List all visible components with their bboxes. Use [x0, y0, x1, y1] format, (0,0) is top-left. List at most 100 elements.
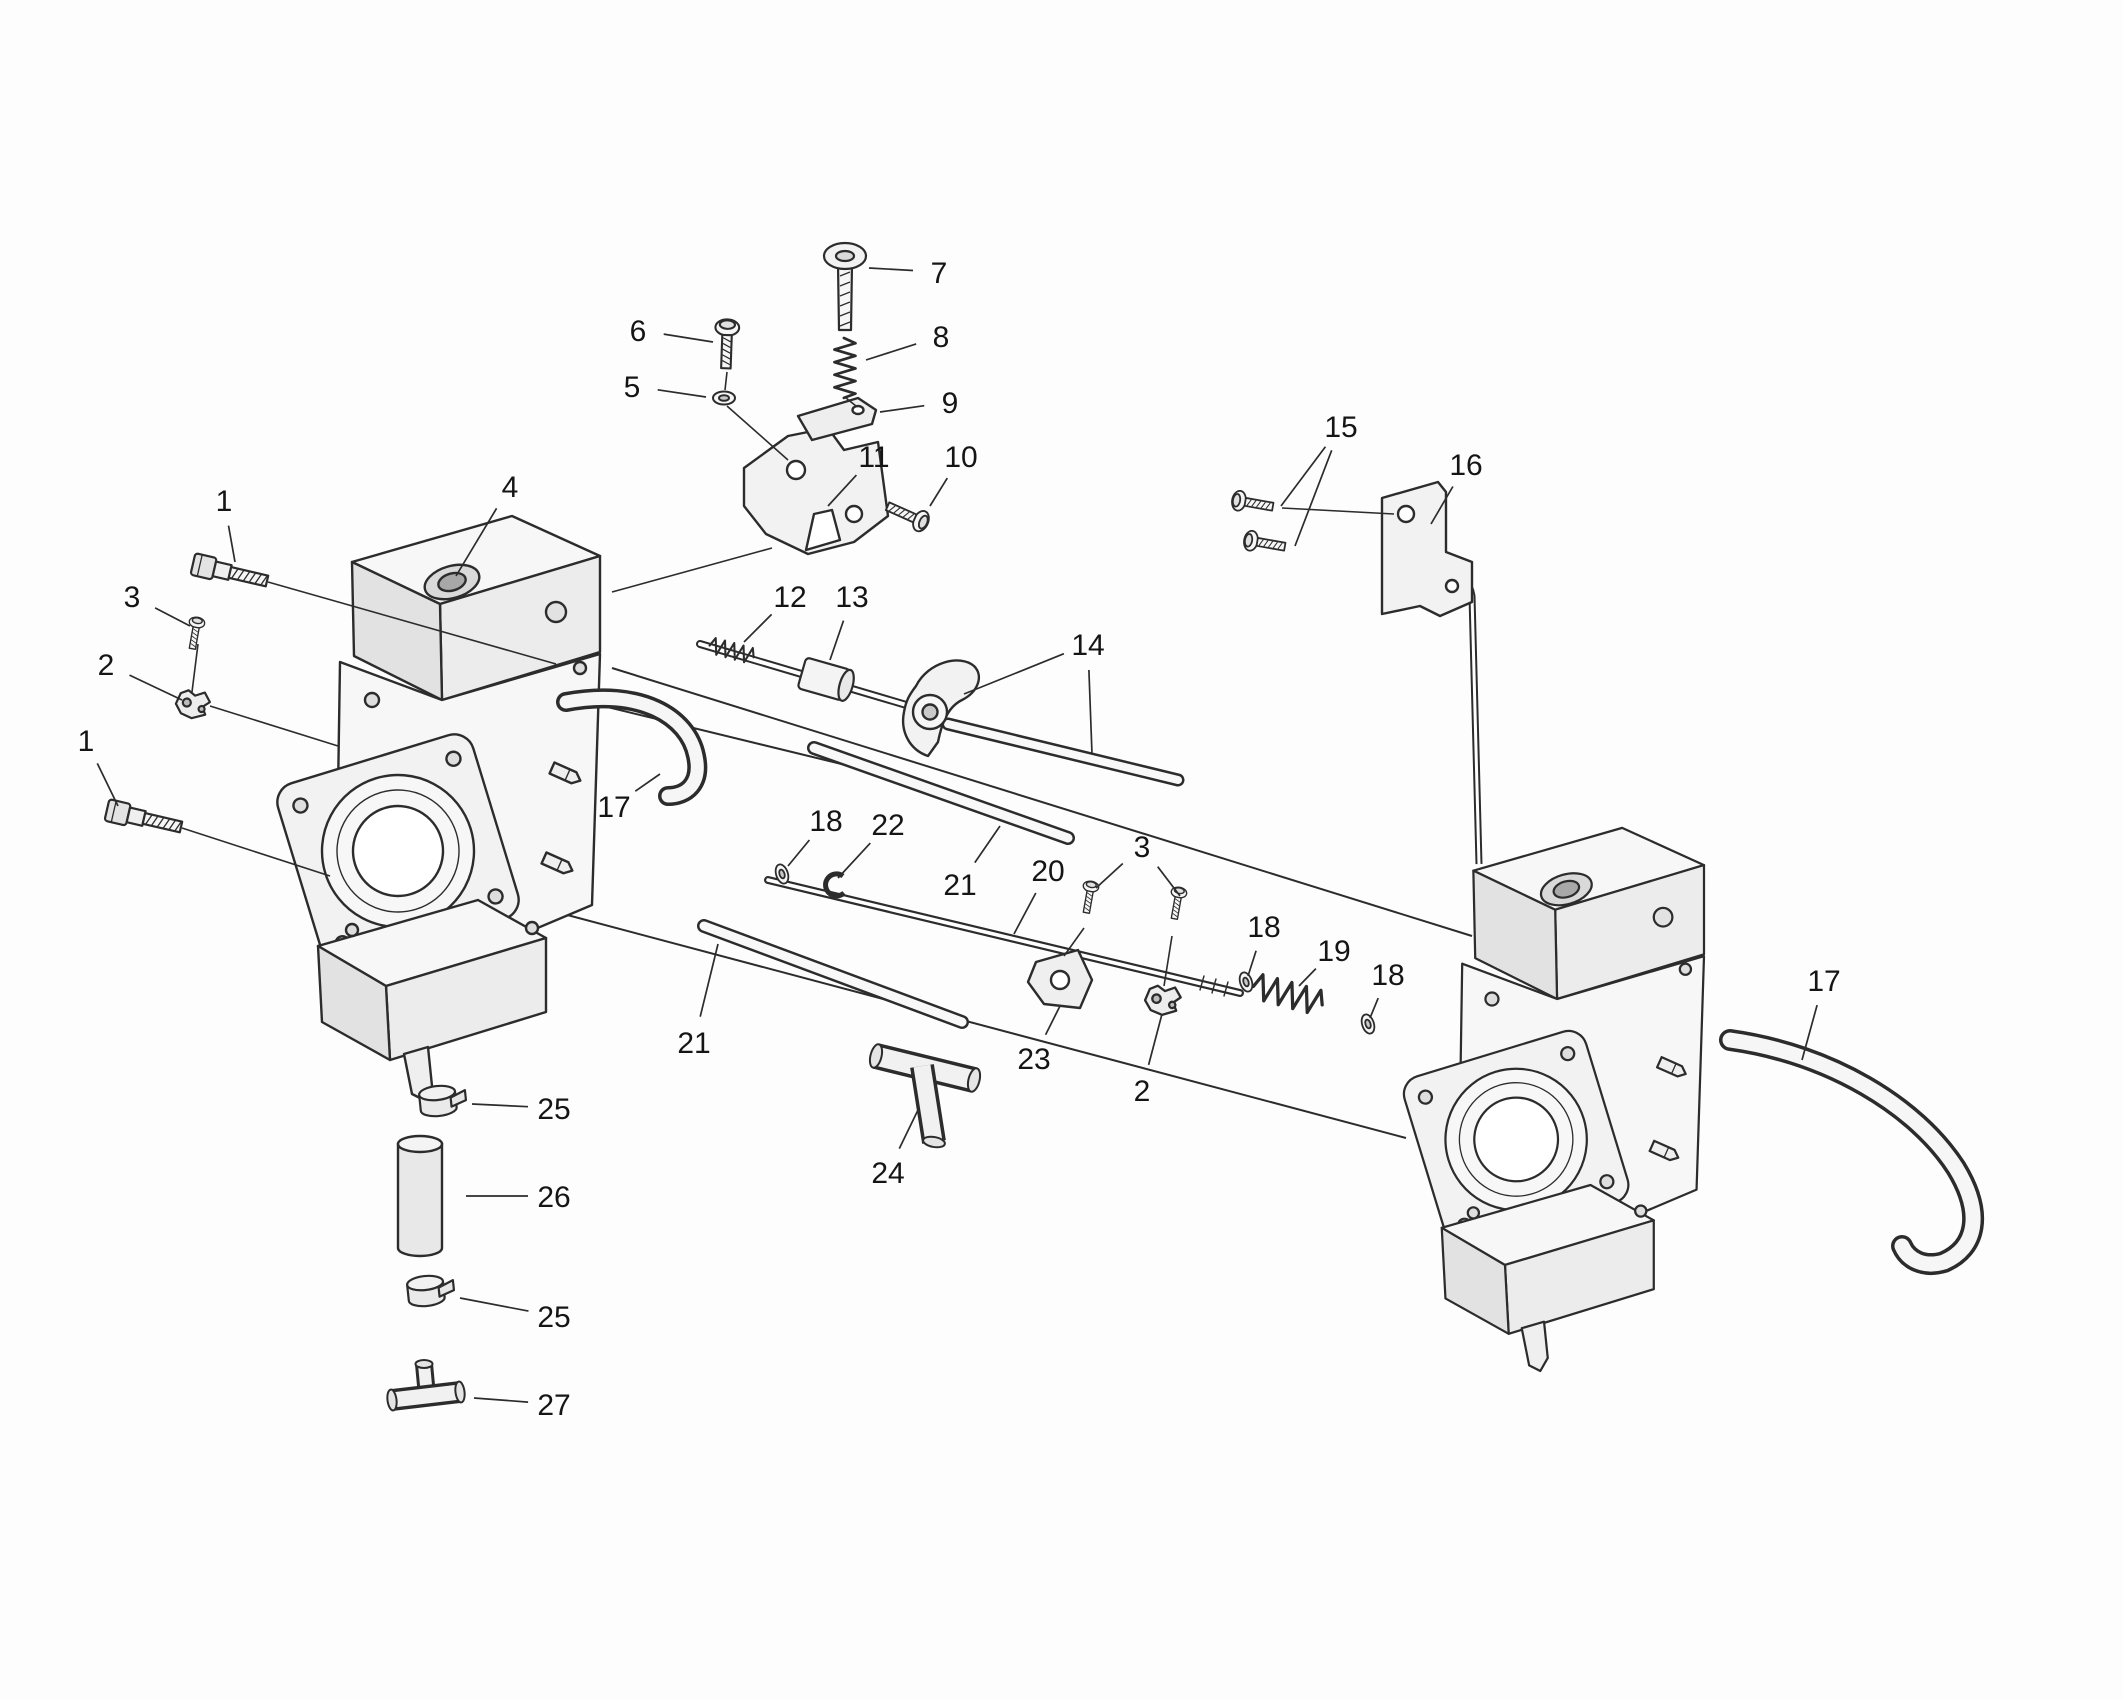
swivel-23	[1026, 948, 1094, 1010]
leader-c27	[473, 1397, 529, 1403]
vent-hose-right	[1722, 1032, 1981, 1272]
float-bowl-side	[316, 944, 392, 1062]
callout-c15: 15	[1324, 411, 1357, 444]
hose-clamp-25b	[405, 1272, 457, 1309]
leader-c1b	[96, 763, 119, 807]
leader-c6	[663, 333, 714, 343]
leader-c18c	[1369, 997, 1379, 1019]
throttle-rod-threads	[1199, 975, 1229, 997]
washer-5	[712, 390, 736, 406]
callout-c26: 26	[537, 1181, 570, 1214]
callout-c1b: 1	[78, 725, 95, 758]
choke-lever-14	[901, 659, 981, 758]
leader-c3a	[154, 607, 191, 627]
callout-c1a: 1	[216, 485, 233, 518]
leader-c18b	[1247, 950, 1257, 977]
callout-c6: 6	[630, 315, 647, 348]
callout-c21a: 21	[943, 869, 976, 902]
callout-c18b: 18	[1247, 911, 1280, 944]
leader-c23	[1044, 1005, 1061, 1036]
callout-c12: 12	[773, 581, 806, 614]
callout-c5: 5	[624, 371, 641, 404]
leader-c25a	[471, 1103, 529, 1108]
cap-fitting-bore	[437, 571, 467, 593]
collar-13	[797, 657, 855, 702]
leader-c13	[829, 620, 845, 661]
leader-c3b-1	[1095, 862, 1124, 889]
callout-c2b: 2	[1134, 1075, 1151, 1108]
t-fitting-24	[868, 1043, 982, 1149]
callout-c11: 11	[858, 441, 889, 474]
bracket-screw-6	[712, 317, 741, 370]
callout-c3a: 3	[124, 581, 141, 614]
callout-c17a: 17	[597, 791, 630, 824]
hose-clamp-25a	[417, 1082, 469, 1119]
fuel-hose-left	[559, 691, 704, 803]
bracket-screw-15b	[1241, 528, 1288, 558]
leader-c17a	[634, 773, 661, 792]
throttle-bracket-assembly	[742, 396, 890, 556]
callout-c7: 7	[931, 257, 948, 290]
cable-line-lower	[555, 911, 1407, 1139]
cable-clamp-2a	[173, 687, 213, 721]
callout-c14: 14	[1071, 629, 1104, 662]
clamp-screw-3a	[184, 615, 207, 651]
callout-c4: 4	[502, 471, 519, 504]
callout-c23: 23	[1017, 1043, 1050, 1076]
hoses	[556, 688, 1985, 1275]
callout-c22: 22	[871, 809, 904, 842]
body-screw-boss	[524, 920, 540, 936]
leader-c21a	[974, 825, 1001, 864]
leader-c8	[865, 343, 917, 361]
callout-c10: 10	[944, 441, 977, 474]
cable-clamp-2b	[1142, 981, 1184, 1019]
washer-18c	[1358, 1011, 1378, 1037]
lever-rod	[944, 720, 1182, 784]
callout-c2a: 2	[98, 649, 115, 682]
leader-c20	[1013, 892, 1037, 935]
bracket-screw-15a	[1229, 488, 1276, 518]
leader-c2b	[1147, 1013, 1163, 1066]
leader-c5	[657, 388, 707, 398]
spring-8	[833, 336, 857, 400]
carburetor-right	[1398, 826, 1706, 1373]
callout-c9: 9	[942, 387, 959, 420]
leader-c15-1	[1280, 446, 1327, 507]
leader-c21b	[699, 943, 719, 1017]
leader-c9	[879, 404, 925, 413]
leader-c4	[455, 507, 498, 577]
callout-c16: 16	[1449, 449, 1482, 482]
leader-c14-2	[1088, 669, 1093, 755]
bracket-screw-7	[822, 241, 868, 332]
leader-c22	[837, 842, 871, 879]
assembly-lines	[181, 371, 1395, 987]
cable-bracket-16	[1380, 480, 1483, 865]
t-fitting-27	[386, 1359, 466, 1412]
mounting-screw-1a	[189, 552, 271, 593]
callout-c3b: 3	[1134, 831, 1151, 864]
callout-c17b: 17	[1807, 965, 1840, 998]
leader-c1a	[227, 525, 236, 563]
callout-c20: 20	[1031, 855, 1064, 888]
sync-rod-lower	[699, 921, 967, 1027]
e-clip-22	[823, 871, 846, 899]
leader-c25b	[459, 1297, 529, 1312]
callout-c18a: 18	[809, 805, 842, 838]
body-screw-boss	[572, 660, 588, 676]
throttle-rod	[766, 878, 1242, 995]
leader-c7	[868, 267, 914, 272]
leader-c14-1	[963, 652, 1065, 695]
spring-19	[1248, 971, 1328, 1018]
fuel-line-26	[396, 1134, 444, 1258]
sync-rod-upper	[809, 743, 1073, 843]
hose-spigot-lower	[540, 851, 574, 875]
leader-c12	[743, 613, 773, 643]
side-port	[544, 600, 568, 624]
callout-c8: 8	[933, 321, 950, 354]
carburetor-left	[276, 514, 602, 1102]
callout-c18c: 18	[1371, 959, 1404, 992]
hose-spigot-upper	[548, 761, 582, 785]
rods	[696, 640, 1244, 1029]
